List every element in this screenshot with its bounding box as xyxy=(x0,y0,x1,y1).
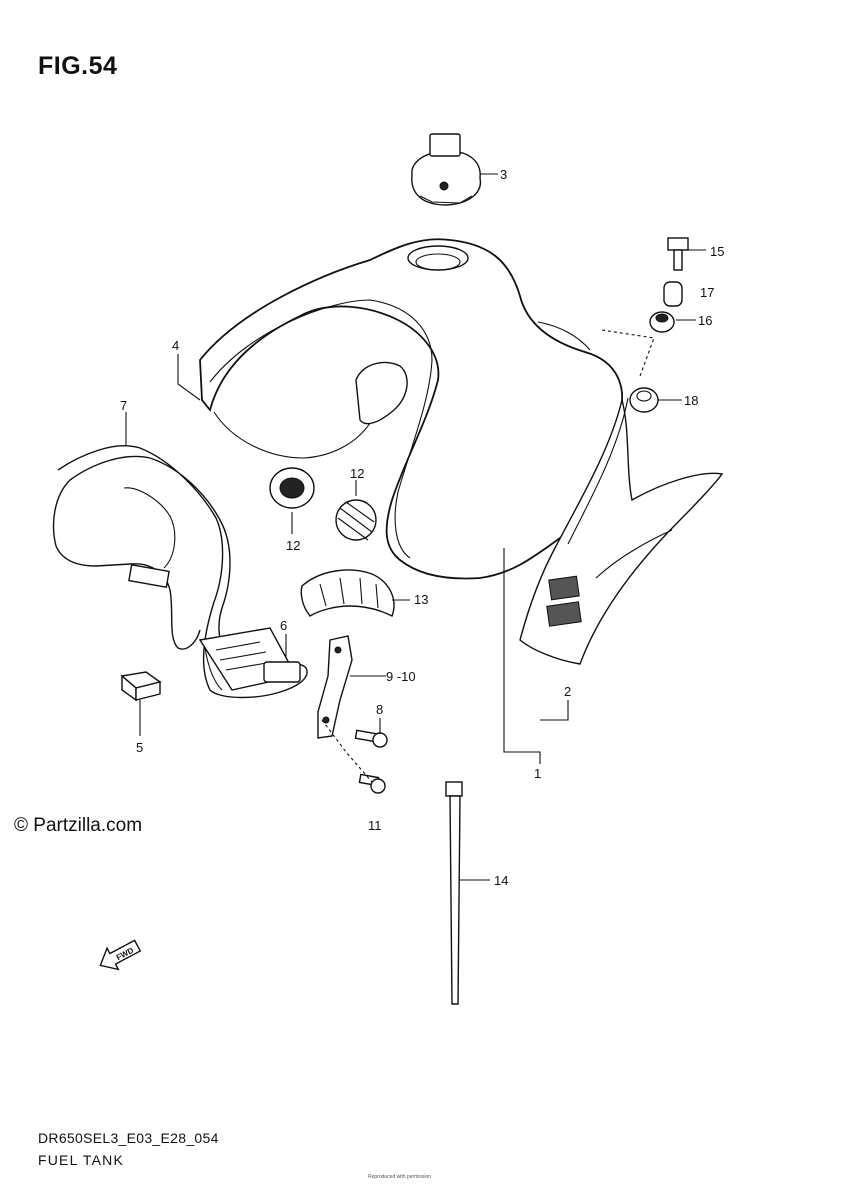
callout-4: 4 xyxy=(172,338,179,353)
cushion-18 xyxy=(629,387,659,413)
figure-title: FIG.54 xyxy=(38,52,118,80)
collar-17 xyxy=(663,281,683,307)
callout-2: 2 xyxy=(564,684,571,699)
callout-15: 15 xyxy=(710,244,724,259)
callout-16: 16 xyxy=(698,313,712,328)
diagram-name: FUEL TANK xyxy=(38,1152,125,1168)
grommet-left xyxy=(269,467,315,509)
grommet-right xyxy=(335,499,377,541)
tank-side-emblem xyxy=(519,397,724,665)
footer-note: Reproduced with permission xyxy=(368,1174,432,1180)
fuel-cap xyxy=(411,133,482,206)
callout-5: 5 xyxy=(136,740,143,755)
callout-9-10: 9 -10 xyxy=(386,669,416,684)
callout-1: 1 xyxy=(534,766,541,781)
bolt-11 xyxy=(358,773,386,794)
callout-11: 11 xyxy=(368,818,382,833)
callout-3: 3 xyxy=(500,167,507,182)
callout-8: 8 xyxy=(376,702,383,717)
left-side-cover xyxy=(52,445,308,699)
cable-tie xyxy=(445,781,463,1005)
callout-17: 17 xyxy=(700,285,714,300)
forward-arrow-icon: FWD xyxy=(99,939,142,971)
callout-7: 7 xyxy=(120,398,127,413)
fuel-tank xyxy=(199,238,623,580)
callout-12-left: 12 xyxy=(286,538,300,553)
bolt-15 xyxy=(667,237,689,271)
callout-14: 14 xyxy=(494,873,508,888)
rubber-pad xyxy=(263,661,301,683)
model-code: DR650SEL3_E03_E28_054 xyxy=(38,1130,219,1146)
cushion-16 xyxy=(649,311,675,333)
bolt-8 xyxy=(354,729,388,748)
watermark: © Partzilla.com xyxy=(14,815,143,836)
callout-18: 18 xyxy=(684,393,698,408)
mounting-bracket xyxy=(317,635,353,739)
callout-6: 6 xyxy=(280,618,287,633)
damper xyxy=(300,569,395,617)
cushion-block xyxy=(120,671,162,702)
callout-12-right: 12 xyxy=(350,466,364,481)
callout-13: 13 xyxy=(414,592,428,607)
